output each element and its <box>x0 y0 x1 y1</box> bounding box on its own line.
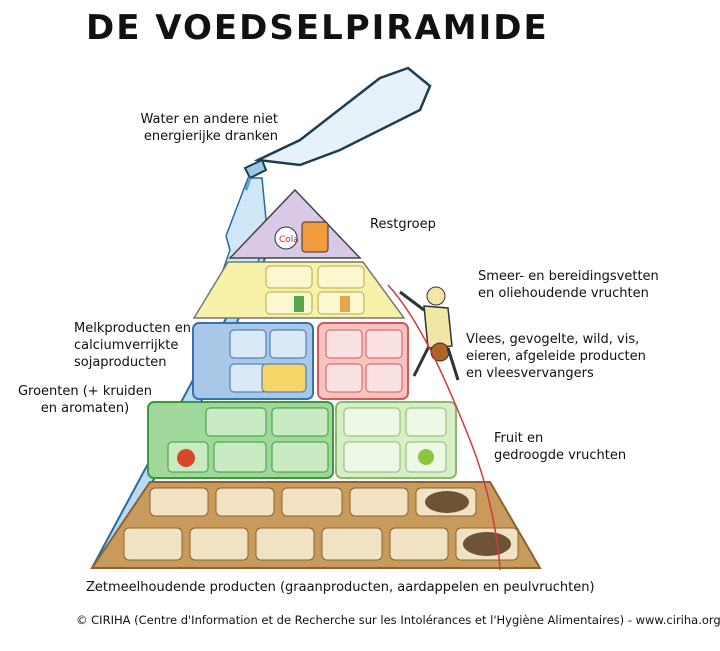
label-fruit: Fruit en gedroogde vruchten <box>494 431 627 463</box>
melk-product-tiles <box>229 329 307 393</box>
label-groenten: Groenten (+ kruiden en aromaten) <box>17 384 153 416</box>
water-bottle-icon <box>243 66 432 191</box>
restgroep-sweets-icon: Cola <box>274 221 329 253</box>
page-title: DE VOEDSELPIRAMIDE <box>86 8 549 48</box>
label-vetten: Smeer- en bereidingsvetten en oliehouden… <box>478 269 659 301</box>
label-restgroep: Restgroep <box>370 217 436 232</box>
label-water: Water en andere niet energierijke dranke… <box>140 112 278 144</box>
footer-credit: © CIRIHA (Centre d'Information et de Rec… <box>76 613 720 627</box>
fruit-product-tiles <box>343 407 447 473</box>
groenten-product-tiles <box>167 407 329 473</box>
vlees-product-tiles <box>325 329 403 393</box>
vetten-product-tiles <box>265 265 365 315</box>
label-melkproducten: Melkproducten en calciumverrijkte sojapr… <box>74 321 191 370</box>
label-zetmeel: Zetmeelhoudende producten (graanproducte… <box>86 580 595 595</box>
rope-line <box>387 284 501 571</box>
label-vlees: Vlees, gevogelte, wild, vis, eieren, afg… <box>466 332 646 381</box>
svg-text:Cola: Cola <box>279 235 299 245</box>
